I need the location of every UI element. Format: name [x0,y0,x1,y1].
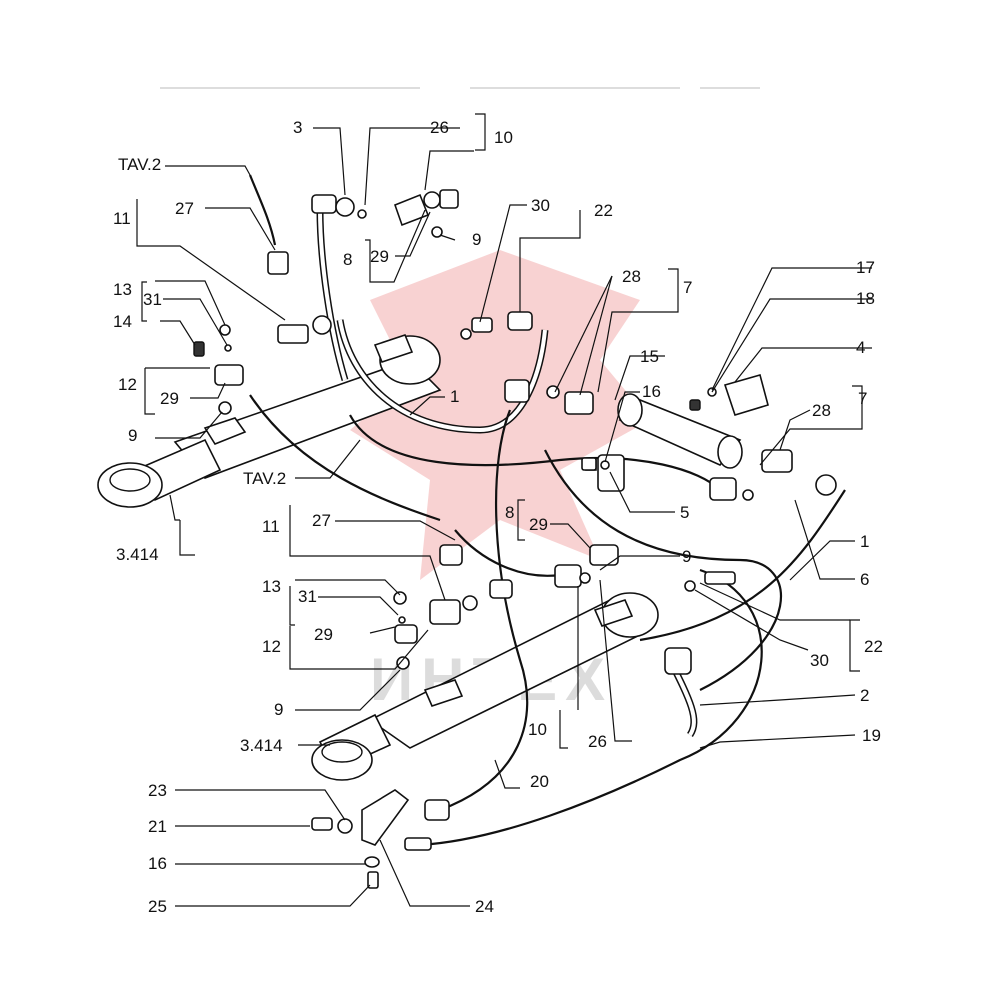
label-16: 16 [148,854,167,873]
label-1: 1 [450,387,459,406]
label-10: 10 [528,720,547,739]
label-22: 22 [594,201,613,220]
label-28: 28 [622,267,641,286]
label-30: 30 [531,196,550,215]
label-17: 17 [856,258,875,277]
label-12: 12 [262,637,281,656]
label-8: 8 [343,250,352,269]
label-26: 26 [588,732,607,751]
label-7: 7 [858,389,867,408]
filter-canister [617,374,769,469]
label-16: 16 [642,382,661,401]
label-4: 4 [856,338,865,357]
label-11: 11 [262,517,280,536]
upper-cylinder [97,334,442,508]
label-21: 21 [148,817,167,836]
label-14: 14 [113,312,132,331]
label-9: 9 [472,230,481,249]
label-29: 29 [314,625,333,644]
fittings [193,189,837,889]
label-3: 3 [293,118,302,137]
label-12: 12 [118,375,137,394]
label-3-414: 3.414 [116,545,159,564]
label-26: 26 [430,118,449,137]
label-10: 10 [494,128,513,147]
label-29: 29 [370,247,389,266]
label-31: 31 [298,587,317,606]
label-15: 15 [640,347,659,366]
label-30: 30 [810,651,829,670]
label-9: 9 [274,700,283,719]
label-2: 2 [860,686,869,705]
label-22: 22 [864,637,883,656]
label-9: 9 [128,426,137,445]
label-23: 23 [148,781,167,800]
label-9: 9 [682,547,691,566]
label-5: 5 [680,503,689,522]
label-tav2: TAV.2 [243,469,286,488]
label-1: 1 [860,532,869,551]
label-13: 13 [113,280,132,299]
label-20: 20 [530,772,549,791]
label-13: 13 [262,577,281,596]
label-19: 19 [862,726,881,745]
label-24: 24 [475,897,494,916]
label-28: 28 [812,401,831,420]
label-31: 31 [143,290,162,309]
label-27: 27 [175,199,194,218]
label-29: 29 [160,389,179,408]
label-27: 27 [312,511,331,530]
label-29: 29 [529,515,548,534]
hoses [248,174,846,847]
label-6: 6 [860,570,869,589]
label-25: 25 [148,897,167,916]
label-3-414: 3.414 [240,736,283,755]
label-18: 18 [856,289,875,308]
label-11: 11 [113,209,131,228]
label-7: 7 [683,278,692,297]
callout-labels: 3 26 10 TAV.2 11 27 9 8 29 30 22 13 31 1… [113,118,883,916]
label-tav2: TAV.2 [118,155,161,174]
lower-cylinder [311,592,659,781]
label-8: 8 [505,503,514,522]
leader-lines [136,113,872,907]
